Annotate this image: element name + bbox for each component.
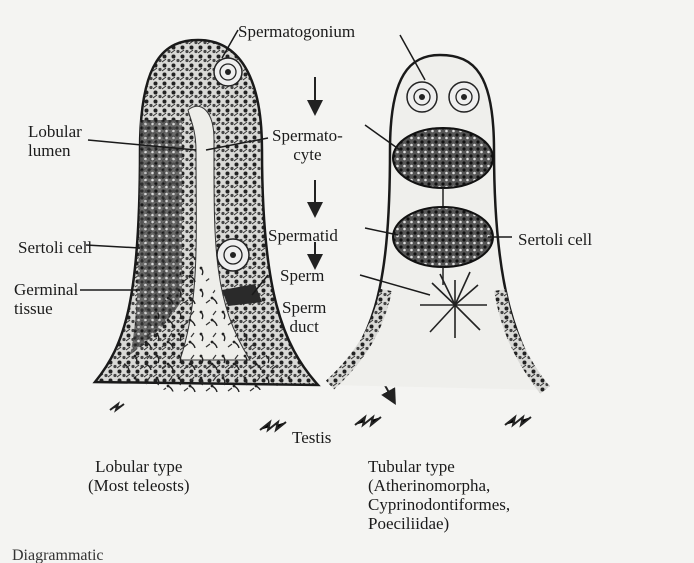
label-tubular-type: Tubular type (Atherinomorpha, Cyprinodon… (368, 457, 510, 533)
label-spermatogonium: Spermatogonium (238, 22, 355, 41)
label-sperm: Sperm (280, 266, 324, 285)
figure-caption: Diagrammatic (12, 548, 104, 563)
label-spermatid: Spermatid (268, 226, 338, 245)
label-spermatocyte: Spermato- cyte (272, 126, 343, 164)
label-testis: Testis (292, 428, 331, 447)
lobular-testis (95, 40, 318, 395)
label-sertoli-cell-right: Sertoli cell (518, 230, 592, 249)
label-lobular-lumen: Lobular lumen (28, 122, 82, 160)
spermatocyte-cyst (393, 128, 493, 188)
label-sperm-duct: Sperm duct (282, 298, 326, 336)
label-germinal-tissue: Germinal tissue (14, 280, 78, 318)
label-lobular-type: Lobular type (Most teleosts) (88, 457, 190, 495)
label-sertoli-cell-left: Sertoli cell (18, 238, 92, 257)
tubular-testis (330, 55, 545, 390)
sperm-clusters (110, 404, 531, 430)
spermatid-cyst-tubular (393, 207, 493, 267)
